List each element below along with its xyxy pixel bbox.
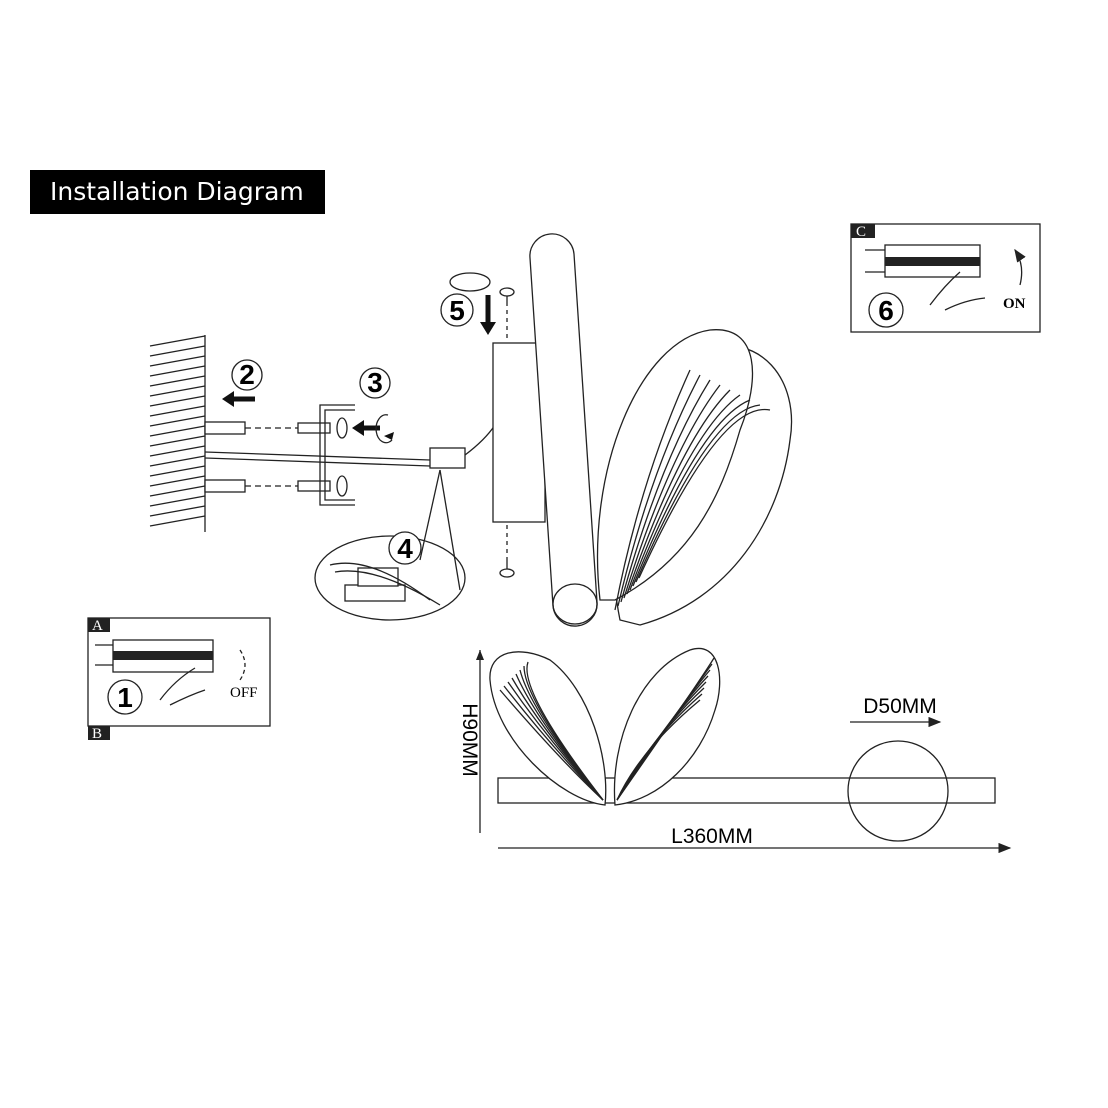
wall-hatch-line [149, 365, 206, 377]
mounting-base [492, 342, 546, 523]
wall-hatch-line [149, 385, 206, 397]
wall-hatch-line [149, 465, 206, 477]
dimension-drawing [476, 647, 1012, 854]
step-1-badge: 1 [107, 679, 143, 715]
panel-c-label: C [856, 224, 866, 240]
wall [149, 335, 206, 532]
wall-hatch-line [149, 395, 206, 407]
wall-hatch-line [149, 515, 206, 527]
wing-vein [623, 384, 721, 599]
screws [499, 287, 515, 578]
panel-a-label: A [92, 618, 103, 634]
wall-hatch-line [149, 375, 206, 387]
wing-vein [638, 408, 771, 579]
wall-hatch-line [149, 345, 206, 357]
step-5-rotate-arrow [449, 272, 496, 335]
svg-text:5: 5 [449, 295, 465, 326]
wall-hatch-line [149, 475, 206, 487]
length-label: L360MM [671, 825, 753, 848]
wing-vein [635, 404, 761, 583]
wing-vein [626, 389, 731, 595]
mounting-bracket [319, 404, 394, 506]
wing-vein [632, 399, 751, 587]
svg-text:3: 3 [367, 367, 383, 398]
step-3-badge: 3 [359, 367, 391, 399]
wall-plugs [204, 421, 431, 493]
step-4-badge: 4 [388, 531, 422, 565]
wall-hatch-line [149, 425, 206, 437]
panel-b-label: B [92, 726, 102, 742]
wing-vein [620, 379, 711, 603]
wall-hatch-line [149, 405, 206, 417]
lamp-tube [529, 233, 598, 627]
butterfly-wings [596, 329, 793, 626]
off-label: OFF [230, 685, 258, 701]
wing-vein [629, 394, 741, 591]
diagram-title: Installation Diagram [30, 170, 325, 214]
on-label: ON [1003, 296, 1026, 312]
wall-hatch-line [149, 355, 206, 367]
svg-text:2: 2 [239, 359, 255, 390]
wing-vein [616, 657, 715, 801]
wing-vein [617, 374, 701, 607]
wing-vein [614, 369, 691, 611]
svg-text:6: 6 [878, 295, 894, 326]
step-6-badge: 6 [868, 292, 904, 328]
height-label: H90MM [458, 703, 481, 777]
breaker-panel-off [87, 617, 271, 740]
wall-hatch-line [149, 415, 206, 427]
step-5-badge: 5 [440, 293, 474, 327]
wall-hatch-line [149, 335, 206, 347]
wall-hatch-line [149, 445, 206, 457]
wall-hatch-line [149, 455, 206, 467]
svg-text:4: 4 [397, 533, 413, 564]
wall-hatch-line [149, 505, 206, 517]
wing-vein [526, 661, 604, 801]
wall-hatch-line [149, 495, 206, 507]
breaker-panel-on [850, 223, 1041, 333]
svg-text:1: 1 [117, 682, 133, 713]
wall-hatch-line [149, 435, 206, 447]
wall-hatch-line [149, 485, 206, 497]
diameter-label: D50MM [863, 695, 937, 718]
terminal-block [314, 424, 496, 621]
step-2-badge: 2 [231, 359, 263, 391]
step-2-arrow [222, 391, 255, 407]
